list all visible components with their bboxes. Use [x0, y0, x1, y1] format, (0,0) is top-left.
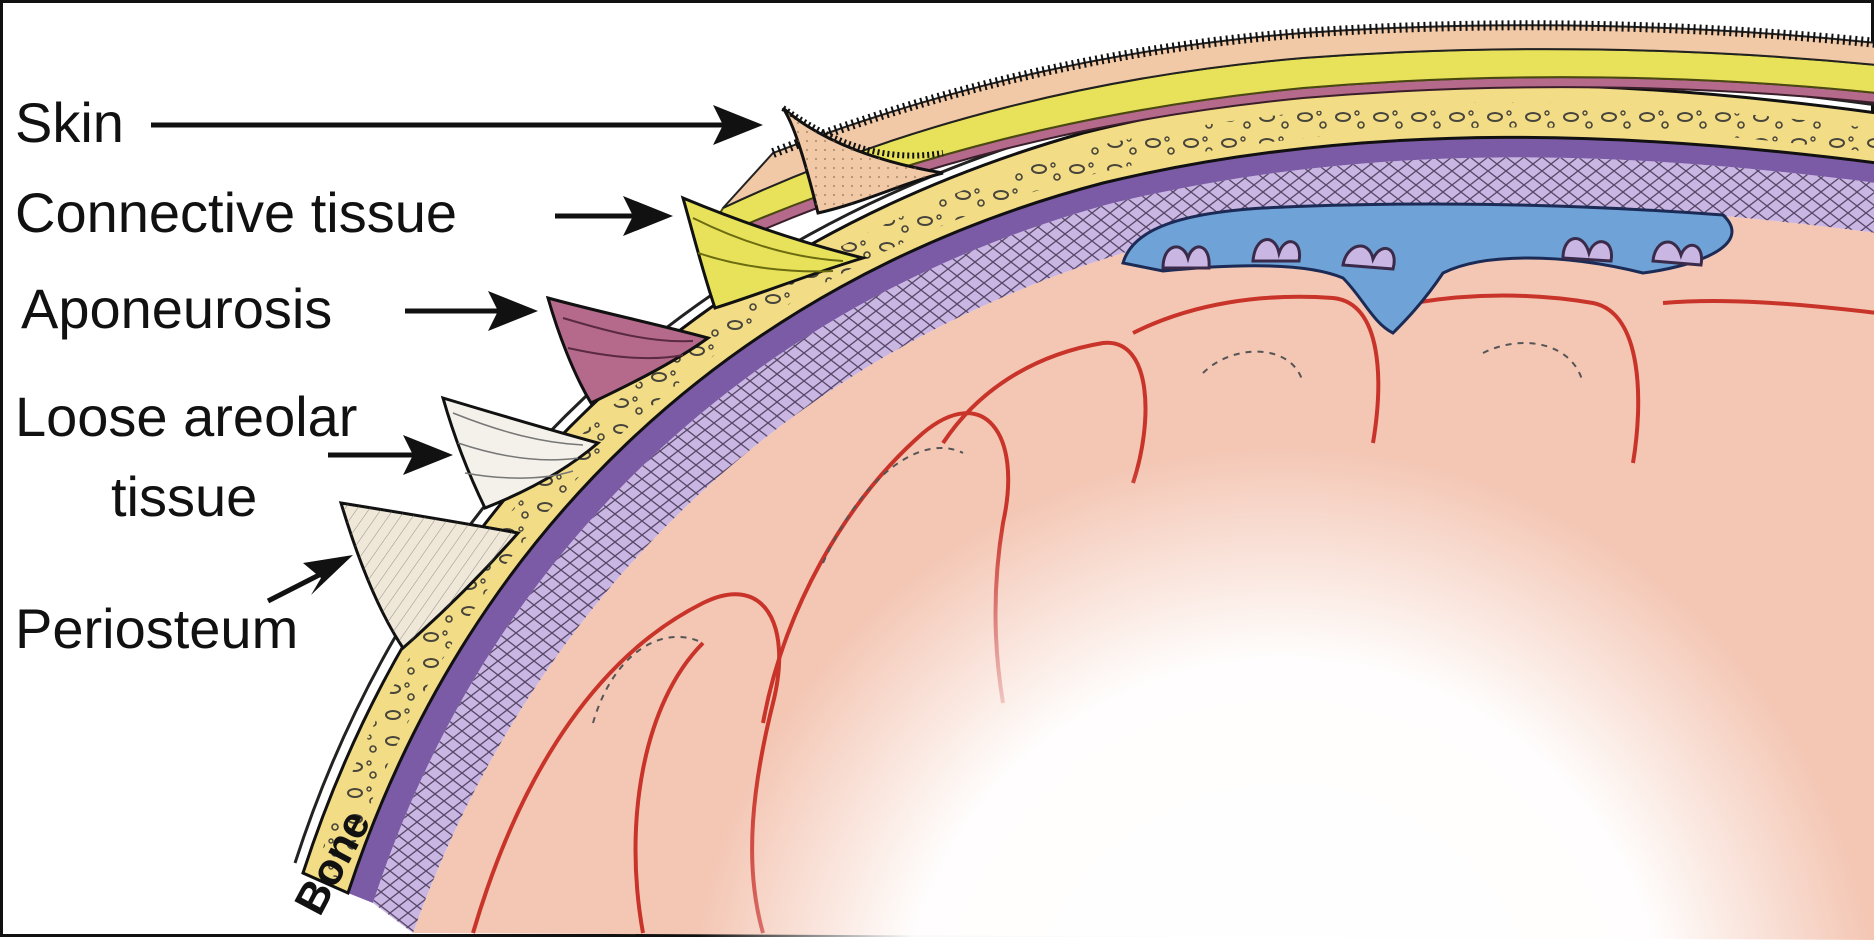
label-periosteum: Periosteum — [15, 601, 298, 657]
label-loose-areolar-line1: Loose areolar — [15, 389, 357, 445]
label-aponeurosis: Aponeurosis — [21, 281, 332, 337]
label-loose-areolar-line2: tissue — [111, 469, 257, 525]
scalp-illustration — [3, 3, 1874, 940]
fade-overlay — [3, 3, 1874, 940]
label-skin: Skin — [15, 95, 124, 151]
label-connective-tissue: Connective tissue — [15, 185, 457, 241]
